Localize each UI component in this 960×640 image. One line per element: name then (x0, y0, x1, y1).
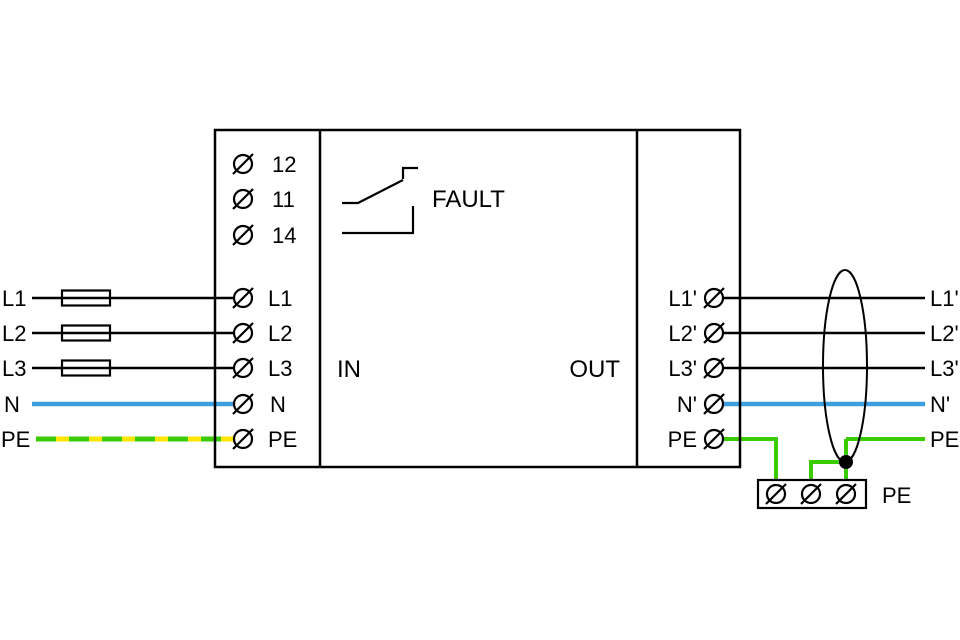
terminal-in-l1 (231, 286, 255, 310)
terminal-out-l2 (702, 321, 726, 345)
label-relay-12: 12 (272, 152, 296, 177)
terminal-relay-12 (231, 152, 255, 176)
label-right-l3: L3' (930, 356, 959, 381)
input-terminal-strip: L1 L2 L3 N PE (231, 286, 297, 452)
terminal-out-n (702, 392, 726, 416)
label-right-pe: PE (930, 427, 959, 452)
label-in-l2: L2 (268, 321, 292, 346)
label-right-l2: L2' (930, 321, 959, 346)
label-out-n: N' (677, 392, 697, 417)
wire-pe-out-to-bar (723, 437, 778, 481)
label-left-l2: L2 (2, 321, 26, 346)
terminal-in-pe (231, 427, 255, 451)
device: IN OUT (213, 128, 742, 469)
label-out-pe: PE (668, 427, 697, 452)
label-right-n: N' (930, 392, 950, 417)
label-in: IN (337, 356, 361, 383)
label-left-pe: PE (1, 427, 30, 452)
relay-contact-nc-lead (401, 166, 418, 179)
terminal-pe-bar-3 (834, 482, 858, 506)
label-out-l2: L2' (668, 321, 697, 346)
terminal-out-pe (702, 427, 726, 451)
terminal-in-l2 (231, 321, 255, 345)
wire-pe-bar-link (809, 460, 846, 481)
label-right-l1: L1' (930, 286, 959, 311)
label-out: OUT (569, 356, 620, 383)
label-in-n: N (270, 392, 286, 417)
label-in-pe: PE (268, 427, 297, 452)
left-supply-wires: L1 L2 L3 N PE (1, 286, 234, 452)
fault-relay-section: 12 11 14 FAULT (231, 152, 505, 248)
device-outline (213, 128, 742, 469)
label-pe-bar: PE (882, 483, 911, 508)
terminal-out-l3 (702, 356, 726, 380)
relay-contact-no-lead (342, 206, 415, 235)
terminal-out-l1 (702, 286, 726, 310)
terminal-in-n (231, 392, 255, 416)
relay-contact-arm (342, 179, 404, 205)
label-left-l1: L1 (2, 286, 26, 311)
label-in-l3: L3 (268, 356, 292, 381)
label-in-l1: L1 (268, 286, 292, 311)
terminal-pe-bar-1 (764, 482, 788, 506)
output-terminal-strip: L1' L2' L3' N' PE (668, 286, 726, 452)
pe-junction-dot (839, 455, 853, 469)
label-left-l3: L3 (2, 356, 26, 381)
label-fault: FAULT (432, 186, 505, 213)
terminal-in-l3 (231, 356, 255, 380)
pe-terminal-bar: PE (756, 478, 911, 510)
terminal-relay-11 (231, 187, 255, 211)
label-left-n: N (4, 392, 20, 417)
label-relay-11: 11 (272, 187, 295, 212)
terminal-pe-bar-2 (799, 482, 823, 506)
label-out-l1: L1' (668, 286, 697, 311)
right-load-wires: L1' L2' L3' N' PE (723, 286, 959, 481)
label-out-l3: L3' (668, 356, 697, 381)
label-relay-14: 14 (272, 223, 296, 248)
terminal-relay-14 (231, 223, 255, 247)
